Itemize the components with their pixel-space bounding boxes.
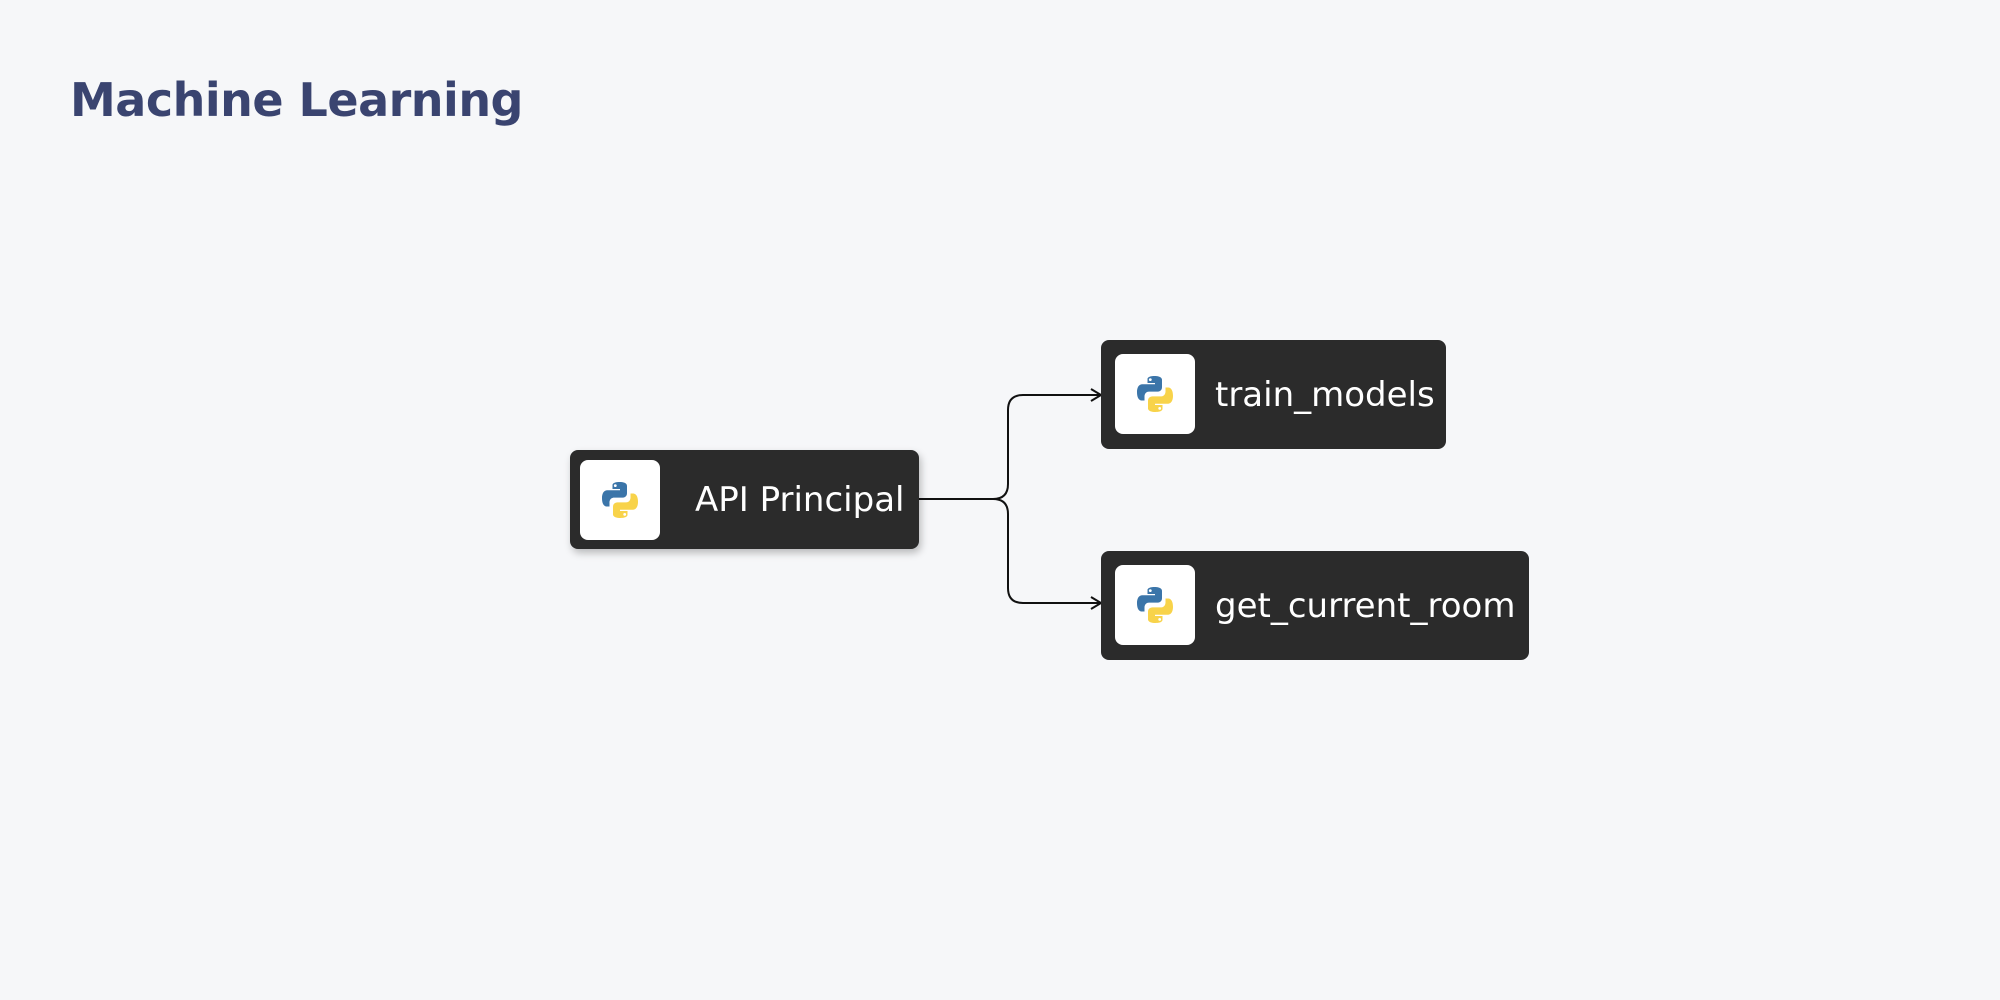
python-icon [1115,565,1195,645]
edge-api-to-get-current-room [919,498,1100,604]
edge-api-to-train-models [919,394,1100,500]
node-get-current-room[interactable]: get_current_room [1101,551,1529,660]
node-label: get_current_room [1215,585,1516,626]
node-train-models[interactable]: train_models [1101,340,1446,449]
python-icon [1115,354,1195,434]
node-label: train_models [1215,374,1435,415]
python-icon [580,460,660,540]
diagram-title: Machine Learning [70,73,524,127]
node-label: API Principal [695,479,905,520]
node-api-principal[interactable]: API Principal [570,450,919,549]
